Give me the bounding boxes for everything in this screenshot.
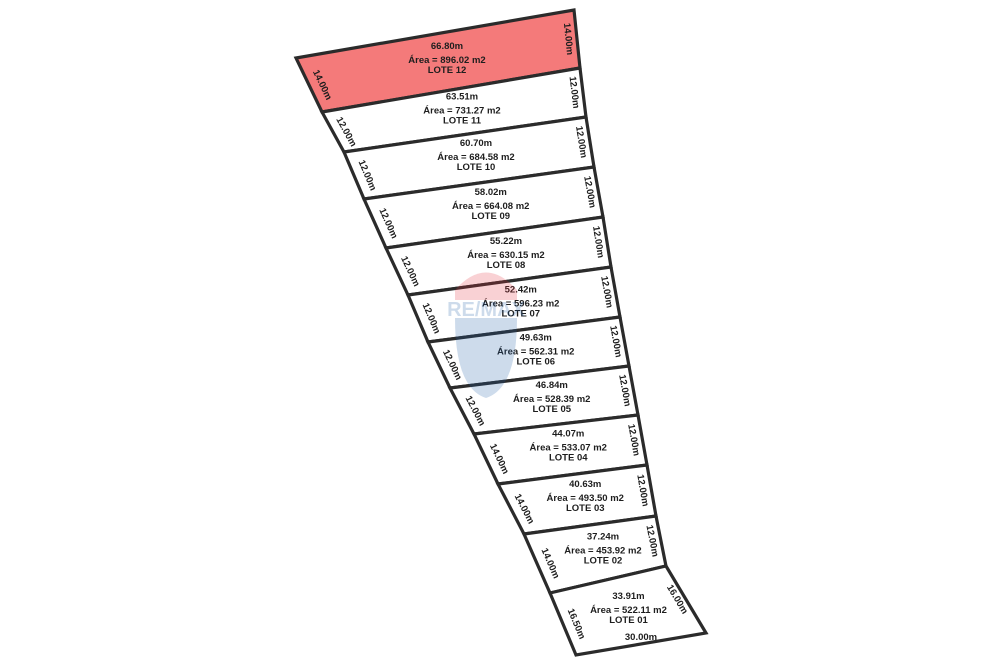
lot-right-side: 12.00m	[567, 76, 582, 109]
lot-width: 63.51m	[446, 91, 478, 102]
lot-area: Área = 896.02 m2	[408, 55, 485, 66]
lot-area: Área = 630.15 m2	[467, 250, 544, 261]
lot-label: LOTE 03	[566, 503, 605, 514]
lot-label: LOTE 10	[457, 162, 496, 173]
lot-width: 33.91m	[612, 591, 644, 602]
lot-area: Área = 562.31 m2	[497, 346, 574, 357]
base-width-label: 30.00m	[625, 632, 657, 643]
lot-area: Área = 596.23 m2	[482, 298, 559, 309]
lot-width: 37.24m	[587, 531, 619, 542]
lot-width: 40.63m	[569, 479, 601, 490]
lot-right-side: 12.00m	[590, 225, 606, 259]
lot-label: LOTE 05	[532, 404, 571, 415]
lot-label: LOTE 09	[471, 211, 510, 222]
lot-label: LOTE 12	[428, 65, 467, 76]
lot-area: Área = 684.58 m2	[437, 152, 514, 163]
lot-width: 44.07m	[552, 429, 584, 440]
lot-parcel	[547, 564, 709, 657]
lot-label: LOTE 11	[443, 115, 482, 126]
lot-right-side: 14.00m	[561, 22, 575, 55]
lot-label: LOTE 02	[584, 555, 623, 566]
lot-label: LOTE 01	[609, 615, 648, 626]
lot-right-side: 12.00m	[573, 125, 589, 159]
lot-area: Área = 731.27 m2	[423, 105, 500, 116]
lot-area: Área = 522.11 m2	[590, 605, 667, 616]
lot-label: LOTE 06	[516, 356, 555, 367]
lot-width: 58.02m	[475, 187, 507, 198]
lot-width: 52.42m	[505, 284, 537, 295]
lot-label: LOTE 04	[549, 453, 588, 464]
remax-watermark: RE/MAX	[447, 272, 526, 398]
lot-label: LOTE 08	[487, 260, 526, 271]
lot-label: LOTE 07	[501, 308, 540, 319]
lot-width: 55.22m	[490, 236, 522, 247]
lot-width: 49.63m	[520, 332, 552, 343]
lot-width: 46.84m	[536, 380, 568, 391]
watermark-text: RE/MAX	[447, 299, 525, 321]
balloon-logo-icon	[455, 318, 517, 398]
lot-area: Área = 453.92 m2	[564, 545, 641, 556]
lot-width: 66.80m	[431, 41, 463, 52]
lot-width: 60.70m	[460, 138, 492, 149]
lot-area: Área = 528.39 m2	[513, 394, 590, 405]
lot-area: Área = 493.50 m2	[547, 493, 624, 504]
balloon-red-band-icon	[455, 272, 517, 300]
lot-area: Área = 533.07 m2	[530, 443, 607, 454]
lot-area: Área = 664.08 m2	[452, 201, 529, 212]
